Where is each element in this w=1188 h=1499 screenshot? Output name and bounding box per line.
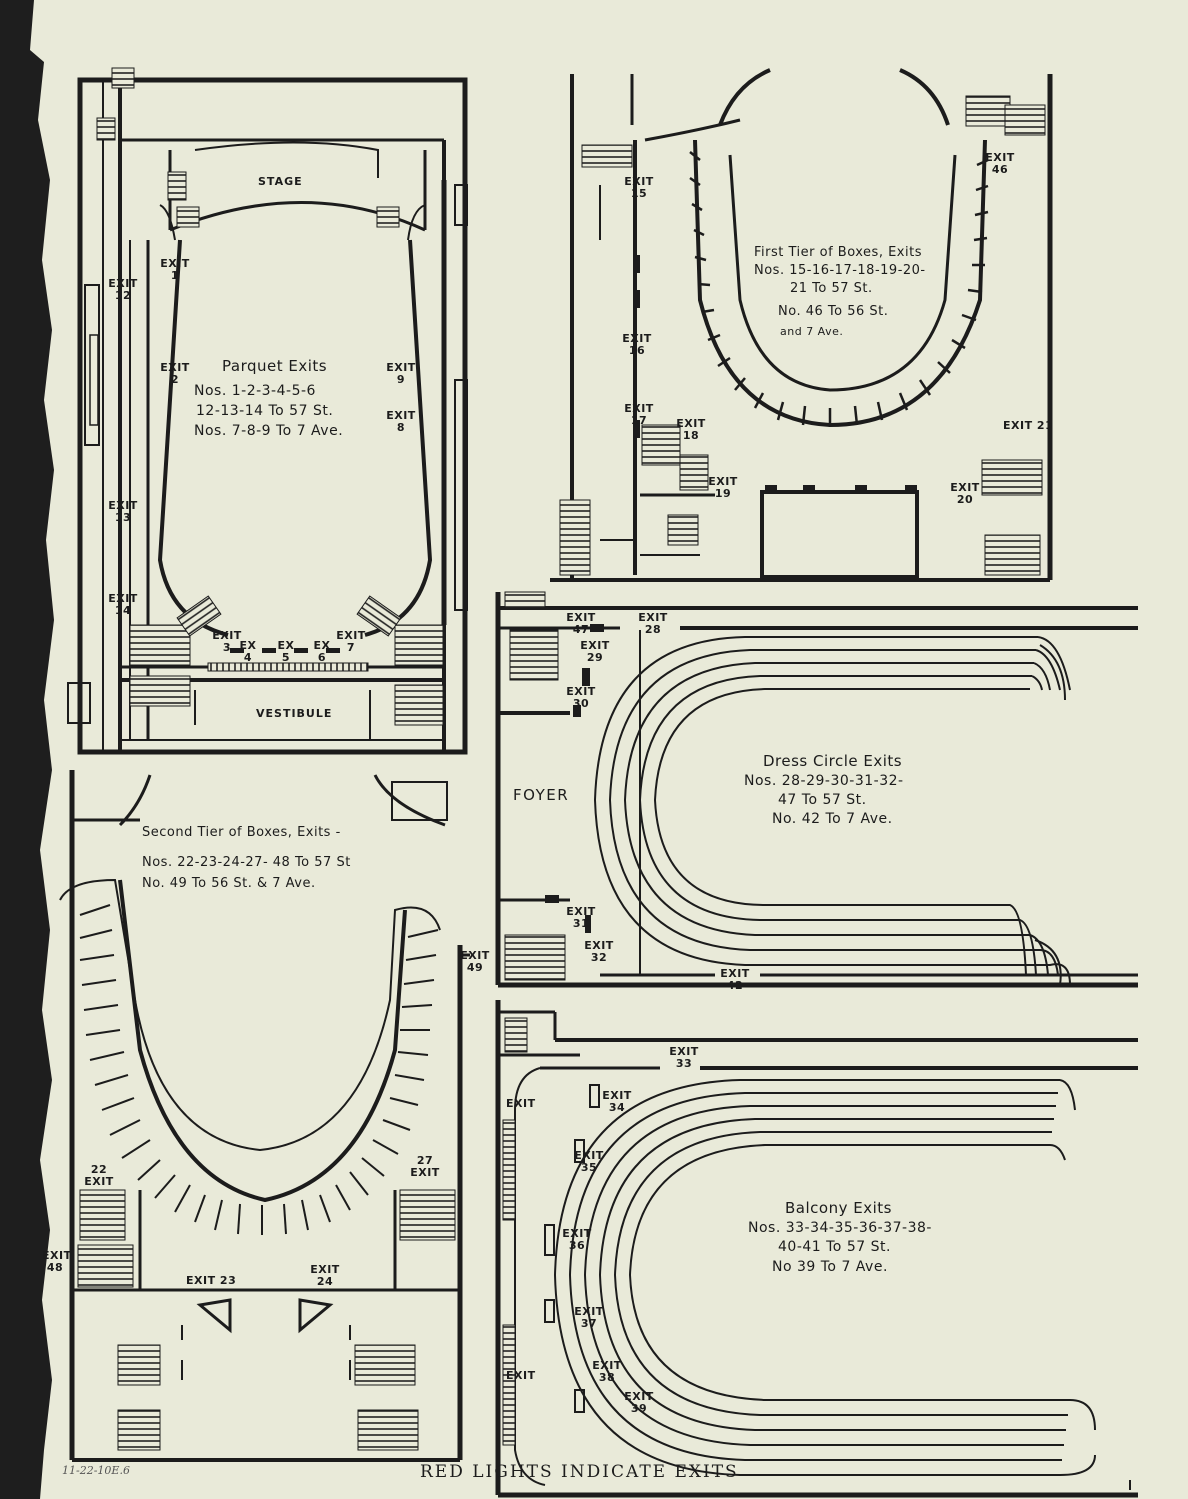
exit-4: EX 4 [239,639,257,665]
exit-22: 22 EXIT [84,1163,114,1189]
exit-49: EXIT 49 [460,949,490,975]
exit-1: EXIT 1 [160,257,190,283]
exit-20: EXIT 20 [950,481,980,507]
exit-28: EXIT 28 [638,611,668,637]
exit-17: EXIT 17 [624,402,654,428]
exit-39: EXIT 39 [624,1390,654,1416]
balcony-stairs [502,1017,528,1446]
first-tier-line3: 21 To 57 St. [790,281,873,296]
balcony-line2: Nos. 33-34-35-36-37-38- [748,1220,932,1236]
exit-34: EXIT 34 [602,1089,632,1115]
second-tier-line3: No. 49 To 56 St. & 7 Ave. [142,876,316,891]
exit-balcony-lower: EXIT [506,1369,536,1382]
exit-balcony-upper: EXIT [506,1097,536,1110]
first-tier-line4: No. 46 To 56 St. [778,304,889,319]
first-tier-line2: Nos. 15-16-17-18-19-20- [754,263,926,278]
first-tier-bumps [635,255,917,493]
exit-38: EXIT 38 [592,1359,622,1385]
second-tier-plan [59,770,470,1462]
parquet-exits-heading: Parquet Exits [222,357,328,375]
exit-2: EXIT 2 [160,361,190,387]
exit-46: EXIT 46 [985,151,1015,177]
exit-24: EXIT 24 [310,1263,340,1289]
torn-edge [0,0,54,1499]
dress-circle-exit-marks [545,624,604,933]
parquet-stairs [96,67,444,726]
dress-circle-stairs [504,591,566,981]
balcony-plan [495,1000,1138,1498]
exit-35: EXIT 35 [574,1149,604,1175]
first-tier-line5: and 7 Ave. [780,325,844,338]
exit-42: EXIT 42 [720,967,750,993]
parquet-exits-line3: Nos. 7-8-9 To 7 Ave. [194,423,344,439]
parquet-plan [67,77,468,755]
exit-47: EXIT 47 [566,611,596,637]
exit-29: EXIT 29 [580,639,610,665]
stage-label: STAGE [258,175,303,188]
handwritten-note: 11-22-10E.6 [62,1464,130,1477]
balcony-line3: 40-41 To 57 St. [778,1239,891,1255]
exit-16: EXIT 16 [622,332,652,358]
exit-6: EX 6 [313,639,331,665]
second-tier-line2: Nos. 22-23-24-27- 48 To 57 St [142,855,351,870]
exit-19: EXIT 19 [708,475,738,501]
dress-circle-plan [495,592,1138,988]
second-tier-line1: Second Tier of Boxes, Exits - [142,825,341,840]
foyer-label: FOYER [513,786,570,804]
exit-8: EXIT 8 [386,409,416,435]
parquet-front-exits [230,648,340,653]
exit-9: EXIT 9 [386,361,416,387]
exit-48: EXIT 48 [42,1249,72,1275]
balcony-line4: No 39 To 7 Ave. [772,1259,888,1275]
exit-32: EXIT 32 [584,939,614,965]
exit-5: EX 5 [277,639,295,665]
exit-13: EXIT 13 [108,499,138,525]
exit-15: EXIT 15 [624,175,654,201]
parquet-exits-line2: 12-13-14 To 57 St. [196,403,334,419]
exit-18: EXIT 18 [676,417,706,443]
exit-7: EXIT 7 [336,629,366,655]
dress-circle-line3: 47 To 57 St. [778,792,867,808]
exit-36: EXIT 36 [562,1227,592,1253]
exit-33: EXIT 33 [669,1045,699,1071]
exit-27: 27 EXIT [410,1154,440,1180]
exit-12: EXIT 12 [108,277,138,303]
exit-23: EXIT 23 [186,1274,237,1287]
parquet-exits-line1: Nos. 1-2-3-4-5-6 [194,383,316,399]
balcony-line1: Balcony Exits [785,1199,892,1217]
second-tier-stairs [77,1189,456,1451]
dress-circle-line2: Nos. 28-29-30-31-32- [744,773,904,789]
footer-caption: RED LIGHTS INDICATE EXITS [420,1462,739,1482]
second-tier-box-dividers [79,904,439,1235]
exit-30: EXIT 30 [566,685,596,711]
first-tier-line1: First Tier of Boxes, Exits [754,245,922,260]
exit-3: EXIT 3 [212,629,242,655]
exit-37: EXIT 37 [574,1305,604,1331]
dress-circle-line1: Dress Circle Exits [763,752,903,770]
vestibule-label: VESTIBULE [256,707,333,720]
dress-circle-line4: No. 42 To 7 Ave. [772,811,893,827]
first-tier-box-dividers [689,151,989,427]
exit-14: EXIT 14 [108,592,138,618]
exit-21: EXIT 21 [1003,419,1054,432]
exit-31: EXIT 31 [566,905,596,931]
first-tier-stairs [559,95,1046,576]
